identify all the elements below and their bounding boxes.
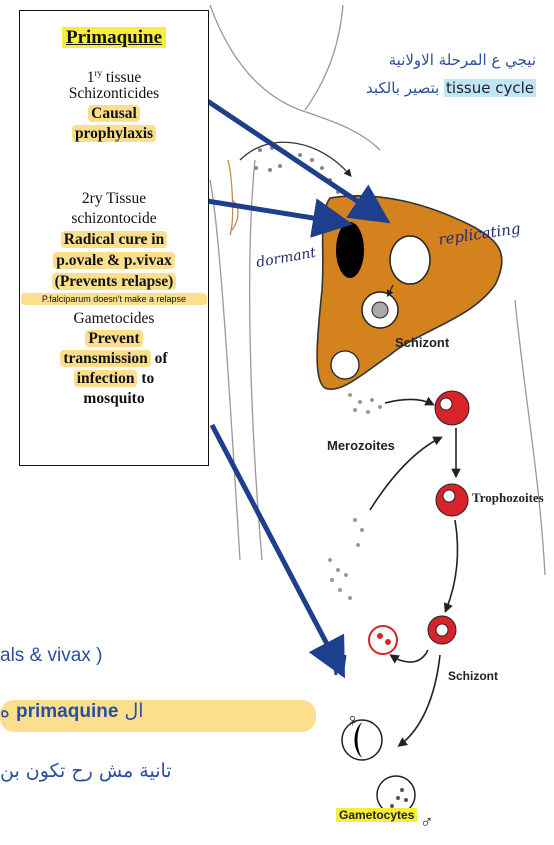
causal-line: Causal bbox=[20, 104, 208, 123]
infection-line: infection to bbox=[20, 369, 208, 388]
mosquito-line: mosquito bbox=[20, 389, 208, 408]
bottom-text-line3: تانية مش رح تكون بن bbox=[0, 760, 316, 782]
arabic-note-line1: نيجي ع المرحلة الاولانية bbox=[389, 48, 536, 72]
schizont-label-blood: Schizont bbox=[448, 669, 498, 683]
prevents-relapse-line: (Prevents relapse) bbox=[20, 272, 208, 291]
prophylaxis-line: prophylaxis bbox=[20, 124, 208, 143]
bottom-text-line1: als & vivax ) bbox=[0, 645, 102, 667]
secondary-tissue-line: 2ry Tissue bbox=[20, 189, 208, 208]
schizont-label-liver: Schizont bbox=[395, 335, 449, 350]
male-symbol: ♂ bbox=[420, 812, 434, 833]
bottom-text-line2: ال primaquine ه bbox=[0, 700, 316, 732]
merozoites-label: Merozoites bbox=[327, 438, 395, 453]
primaquine-info-panel: Primaquine 1ry tissue Schizonticides Cau… bbox=[19, 10, 209, 466]
transmission-line: transmission of bbox=[20, 349, 208, 368]
female-symbol: ♀ bbox=[346, 710, 360, 731]
falciparum-note: P.falciparum doesn't make a relapse bbox=[21, 293, 207, 305]
panel-title: Primaquine bbox=[20, 27, 208, 49]
gametocyte-cells bbox=[342, 720, 415, 814]
radical-cure-line: Radical cure in bbox=[20, 230, 208, 249]
schizontocide-line: schizontocide bbox=[20, 209, 208, 228]
gametocytes-label: Gametocytes bbox=[336, 808, 417, 822]
arabic-note-line2: tissue cycle بتصير بالكبد bbox=[366, 76, 536, 100]
gametocides-line: Gametocides bbox=[20, 309, 208, 328]
species-line: p.ovale & p.vivax bbox=[20, 251, 208, 270]
trophozoites-label: Trophozoites bbox=[472, 490, 544, 506]
prevent-line: Prevent bbox=[20, 329, 208, 348]
schizonticides-line: Schizonticides bbox=[20, 84, 208, 103]
merozoite-dots bbox=[328, 393, 382, 600]
